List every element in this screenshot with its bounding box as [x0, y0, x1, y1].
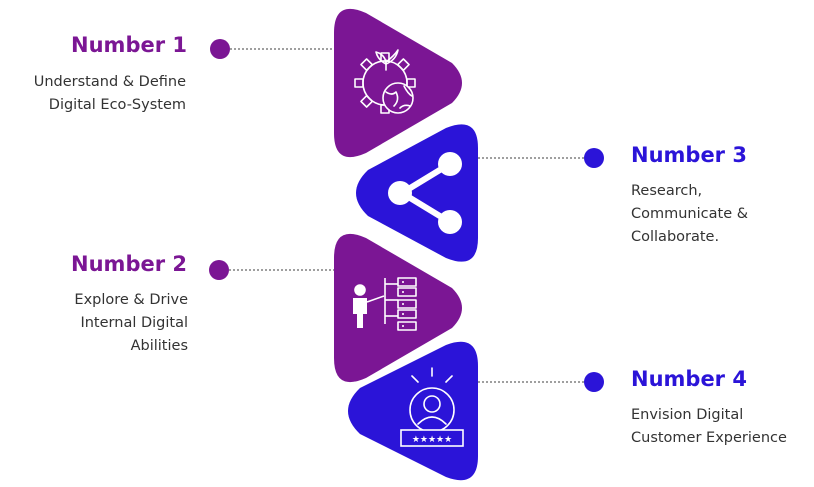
- step-2-description: Explore & Drive Internal Digital Abiliti…: [74, 289, 188, 358]
- step-3-description: Research, Communicate & Collaborate.: [631, 180, 748, 249]
- step-1-line-2: Digital Eco-System: [48, 97, 186, 113]
- step-3-line-1: Research,: [631, 183, 703, 199]
- connector-1-dot: [210, 39, 230, 59]
- person-server-hierarchy-icon: [353, 277, 417, 331]
- share-icon: [388, 152, 462, 234]
- step-3-line-2: Communicate &: [631, 206, 749, 222]
- connector-2-dot: [209, 260, 229, 280]
- svg-text:★★★★★: ★★★★★: [412, 435, 452, 445]
- customer-rating-icon: ★★★★★: [400, 367, 464, 447]
- step-4-line-2: Customer Experience: [631, 430, 787, 446]
- step-3-line-3: Collaborate.: [631, 229, 720, 245]
- connector-4: [478, 372, 604, 392]
- step-2-line-1: Explore & Drive: [74, 292, 188, 308]
- connector-4-dot: [584, 372, 604, 392]
- step-3-title: Number 3: [631, 143, 747, 167]
- step-4-line-1: Envision Digital: [631, 407, 744, 423]
- step-1-description: Understand & Define Digital Eco-System: [34, 71, 186, 117]
- step-1-line-1: Understand & Define: [33, 74, 186, 90]
- step-2-title: Number 2: [71, 252, 187, 276]
- connector-1: [210, 39, 336, 59]
- step-4-title: Number 4: [631, 367, 747, 391]
- connector-2: [209, 260, 336, 280]
- connector-3: [478, 148, 604, 168]
- gear-globe-plant-icon: [354, 49, 416, 114]
- connector-3-dot: [584, 148, 604, 168]
- step-2-line-2: Internal Digital: [80, 315, 188, 331]
- step-4-description: Envision Digital Customer Experience: [631, 404, 787, 450]
- step-1-title: Number 1: [71, 33, 187, 57]
- step-2-line-3: Abilities: [130, 338, 188, 354]
